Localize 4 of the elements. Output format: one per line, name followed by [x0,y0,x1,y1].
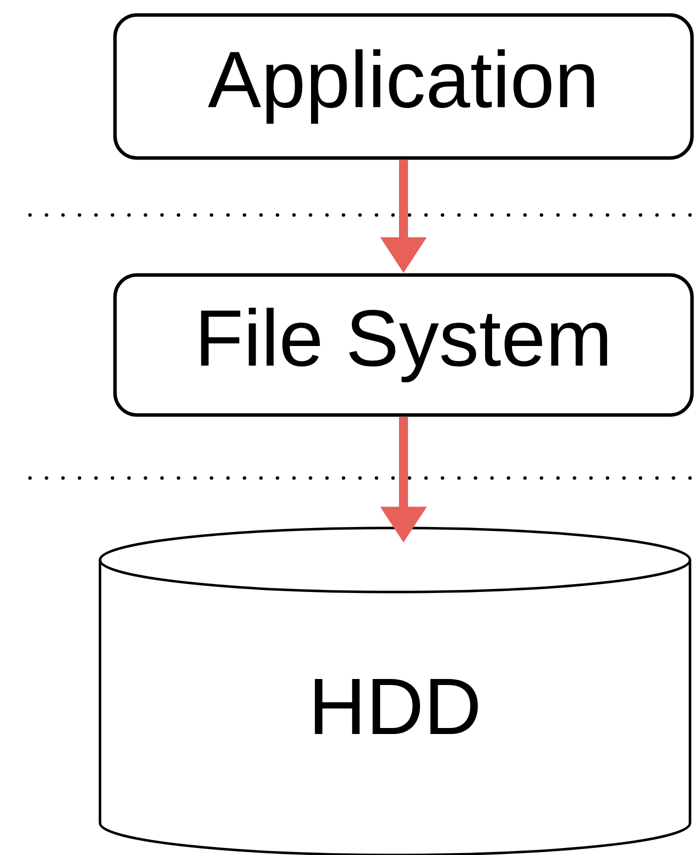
database-cylinder: HDD [98,526,692,855]
node-label: HDD [314,678,478,734]
process-box: Application [113,13,694,160]
process-box: File System [113,273,694,417]
